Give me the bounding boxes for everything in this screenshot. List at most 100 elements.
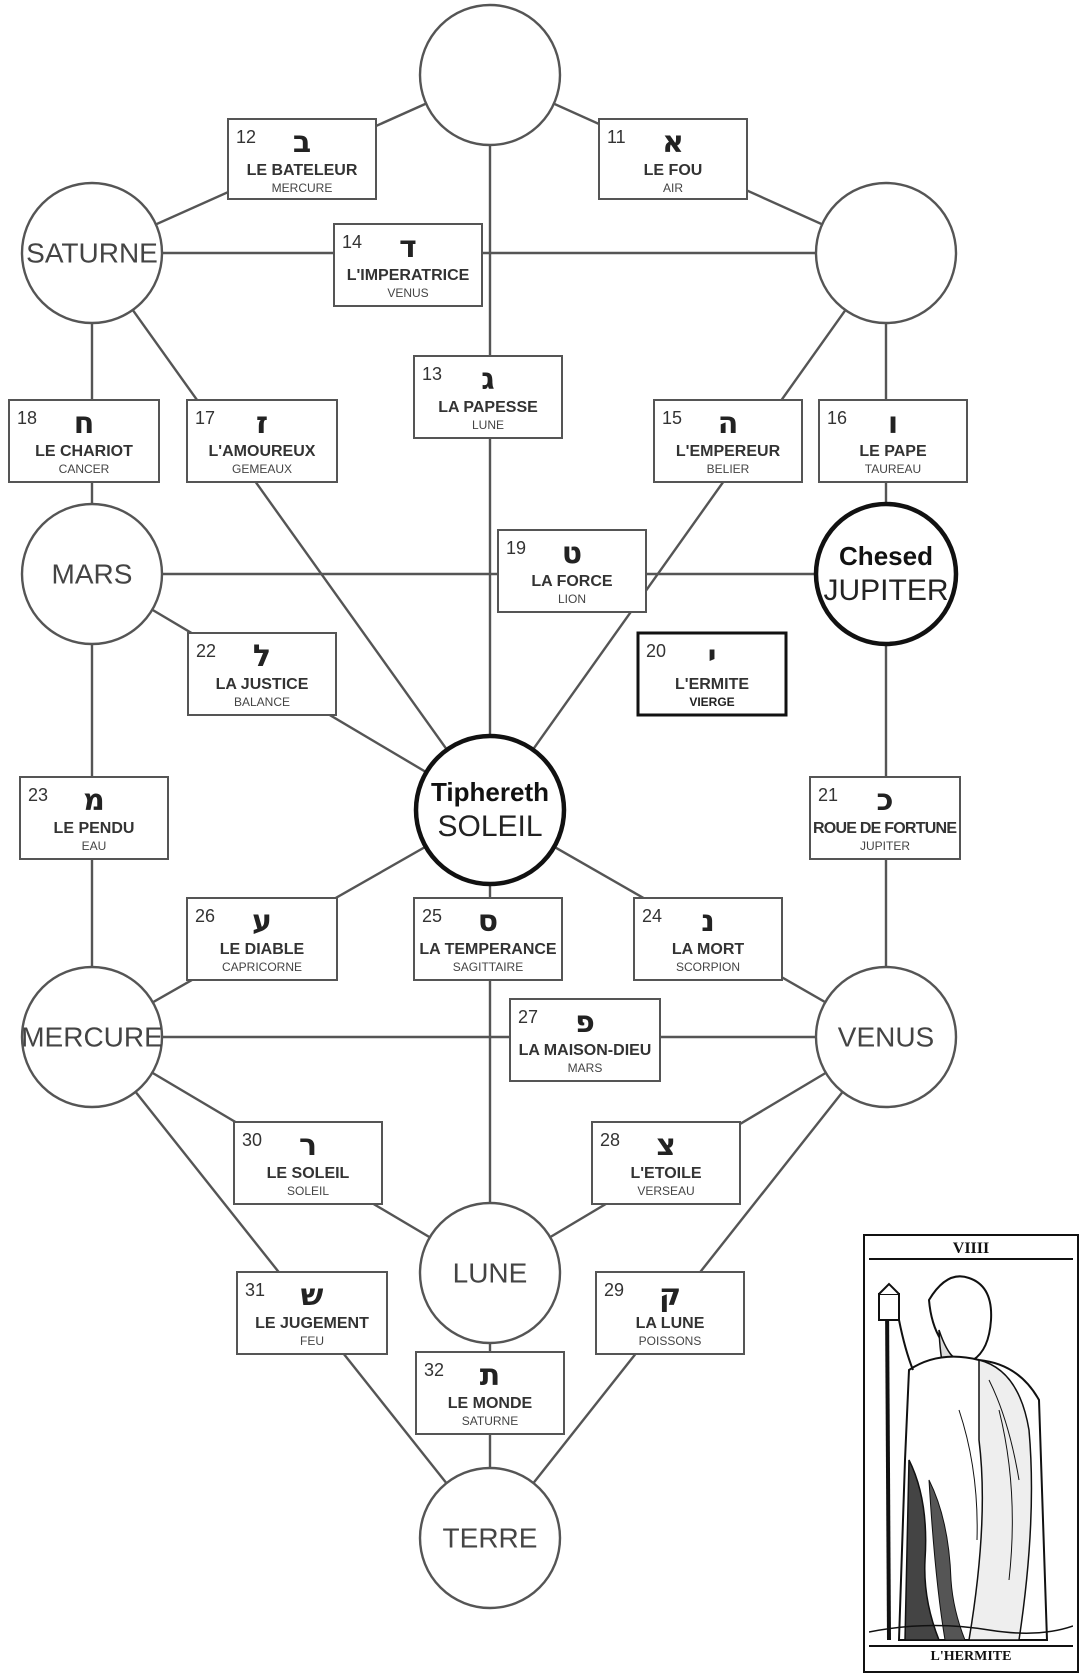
card-attribution: BALANCE: [234, 695, 290, 709]
card-name: LE DIABLE: [220, 941, 305, 958]
sephira-circle-mars: [20, 502, 164, 646]
card-number: 11: [607, 127, 626, 147]
hebrew-letter: כ: [877, 783, 894, 818]
card-box: [8, 399, 160, 483]
card-box: [497, 529, 647, 613]
hebrew-letter: ג: [481, 362, 494, 397]
sephira-circle-soleil: [413, 733, 567, 887]
card-box: [233, 1121, 383, 1205]
card-attribution: JUPITER: [860, 839, 910, 853]
hebrew-letter: א: [662, 125, 684, 160]
card-attribution: FEU: [300, 1334, 324, 1348]
card-number: 20: [646, 641, 666, 661]
card-attribution: LUNE: [472, 418, 504, 432]
card-attribution: VERSEAU: [637, 1184, 694, 1198]
hebrew-letter: מ: [83, 783, 105, 818]
hebrew-letter: ח: [74, 406, 95, 441]
sephira-chokmah: [814, 181, 958, 325]
card-number: 22: [196, 641, 216, 661]
card-box: [333, 223, 483, 307]
card-box: [595, 1271, 745, 1355]
sephira-kether: [418, 3, 562, 147]
card-number: 24: [642, 906, 662, 926]
path-chokmah-soleil: [489, 252, 887, 811]
card-name: L'EMPEREUR: [676, 443, 781, 460]
card-box: [633, 897, 783, 981]
hebrew-letter: ס: [478, 904, 498, 939]
hebrew-letter: ר: [299, 1128, 317, 1163]
tarot-card-hermite: VIIII L'HERMITE: [863, 1234, 1079, 1673]
hebrew-letter: פ: [575, 1005, 595, 1040]
sephira-circle-mercure: [20, 965, 164, 1109]
hebrew-letter: צ: [656, 1128, 676, 1163]
card-name: LE MONDE: [448, 1395, 533, 1412]
card-name: LE FOU: [644, 162, 703, 179]
card-number: 23: [28, 785, 48, 805]
tarot-card-title: L'HERMITE: [869, 1645, 1073, 1667]
card-attribution: POISSONS: [639, 1334, 702, 1348]
card-number: 19: [506, 538, 526, 558]
card-attribution: MERCURE: [272, 181, 333, 195]
sephira-venus: VENUS: [814, 965, 958, 1109]
sephira-circle-venus: [814, 965, 958, 1109]
card-name: LE CHARIOT: [35, 443, 133, 460]
sephira-saturne: SATURNE: [20, 181, 164, 325]
sephira-circle-lune: [418, 1201, 562, 1345]
sephira-circle-chokmah: [814, 181, 958, 325]
card-box: [413, 897, 563, 981]
card-attribution: GEMEAUX: [232, 462, 292, 476]
card-attribution: AIR: [663, 181, 683, 195]
card-box: [653, 399, 803, 483]
card-box: [236, 1271, 388, 1355]
sephira-mercure: MERCURE: [20, 965, 164, 1109]
sephira-label-lune: LUNE: [453, 1257, 528, 1288]
sephira-label-terre: TERRE: [443, 1522, 538, 1553]
sephira-terre: TERRE: [418, 1466, 562, 1610]
card-18: 18 ח LE CHARIOT CANCER: [8, 399, 160, 483]
hebrew-letter: ב: [293, 125, 311, 160]
hermit-illustration: [869, 1275, 1073, 1641]
card-name: L'IMPERATRICE: [347, 267, 470, 284]
card-attribution: TAUREAU: [865, 462, 921, 476]
card-box: [636, 631, 788, 717]
card-name: LE SOLEIL: [267, 1165, 350, 1182]
card-attribution: BELIER: [707, 462, 750, 476]
card-number: 16: [827, 408, 847, 428]
card-number: 32: [424, 1360, 444, 1380]
card-box: [227, 118, 377, 200]
card-number: 27: [518, 1007, 538, 1027]
card-box: [187, 632, 337, 716]
card-box: [509, 998, 661, 1082]
card-attribution: VIERGE: [689, 695, 734, 709]
sephira-circle-terre: [418, 1466, 562, 1610]
card-number: 12: [236, 127, 256, 147]
card-name: ROUE DE FORTUNE: [813, 820, 957, 837]
tarot-card-frame: VIIII L'HERMITE: [863, 1234, 1079, 1673]
card-number: 21: [818, 785, 838, 805]
card-attribution: CANCER: [59, 462, 110, 476]
hebrew-letter: נ: [701, 904, 715, 939]
card-name: L'ERMITE: [675, 676, 749, 693]
hebrew-letter: ש: [301, 1278, 324, 1313]
sephira-mars: MARS: [20, 502, 164, 646]
sephira-circle-jupiter: [813, 501, 959, 647]
card-number: 18: [17, 408, 37, 428]
card-name: LE JUGEMENT: [255, 1315, 369, 1332]
sephira-label-saturne: SATURNE: [26, 237, 158, 268]
card-name: LA LUNE: [636, 1315, 705, 1332]
